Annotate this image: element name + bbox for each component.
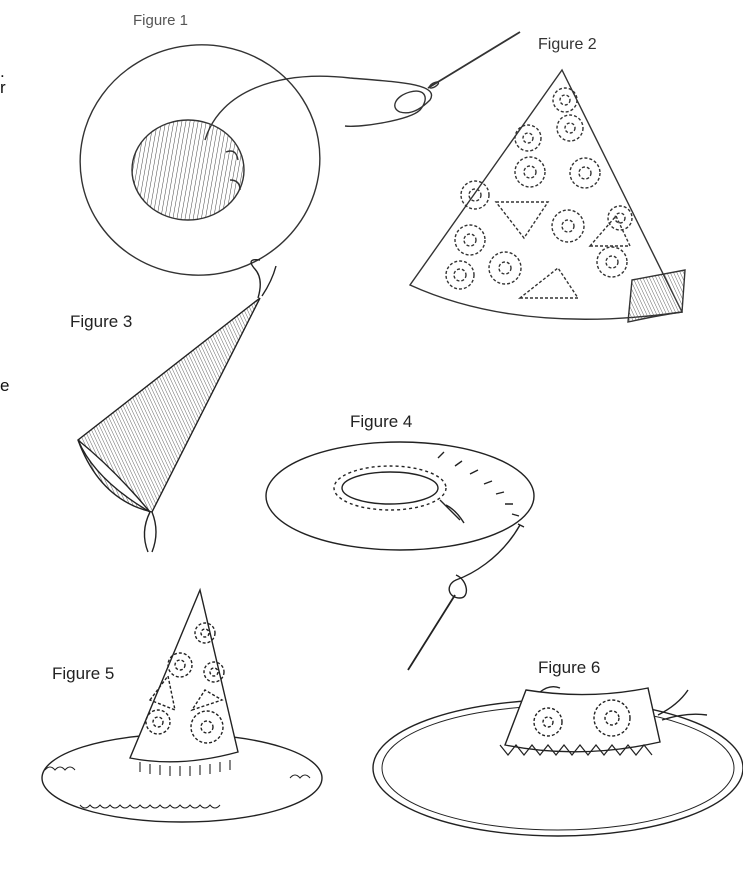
figure-1-hatched-center bbox=[132, 120, 244, 220]
figure-4-brim-outer bbox=[266, 442, 534, 550]
figure-5-drawing bbox=[42, 590, 322, 822]
figure-1-needle bbox=[428, 32, 520, 88]
cut-off-text-fragment: r bbox=[0, 78, 6, 98]
cut-off-text-fragment: e bbox=[0, 376, 9, 396]
figure-2-stitched-circles bbox=[446, 88, 632, 289]
figure-4-blanket-stitch bbox=[438, 452, 524, 527]
figure-3-top-thread bbox=[251, 260, 276, 298]
figure-1-thread bbox=[205, 76, 432, 140]
figure-2-folded-corner bbox=[628, 270, 685, 322]
figure-1-drawing bbox=[62, 26, 520, 294]
figure-2-label: Figure 2 bbox=[538, 36, 597, 54]
figure-6-label: Figure 6 bbox=[538, 658, 600, 678]
figure-4-thread bbox=[449, 525, 520, 598]
figure-4-drawing bbox=[266, 442, 534, 670]
figure-2-drawing bbox=[410, 70, 685, 322]
figure-1-label: Figure 1 bbox=[133, 12, 188, 29]
figure-3-bottom-thread bbox=[144, 512, 156, 552]
figure-3-drawing bbox=[78, 260, 276, 552]
figure-2-stitched-triangles bbox=[496, 202, 630, 298]
figure-4-brim-inner bbox=[342, 472, 438, 504]
figure-5-cone bbox=[130, 590, 238, 762]
figure-4-needle bbox=[408, 595, 455, 670]
figure-3-label: Figure 3 bbox=[70, 312, 132, 332]
figure-4-label: Figure 4 bbox=[350, 412, 412, 432]
figure-5-label: Figure 5 bbox=[52, 664, 114, 684]
figure-6-drawing bbox=[373, 687, 743, 836]
figure-6-cone bbox=[505, 688, 660, 752]
